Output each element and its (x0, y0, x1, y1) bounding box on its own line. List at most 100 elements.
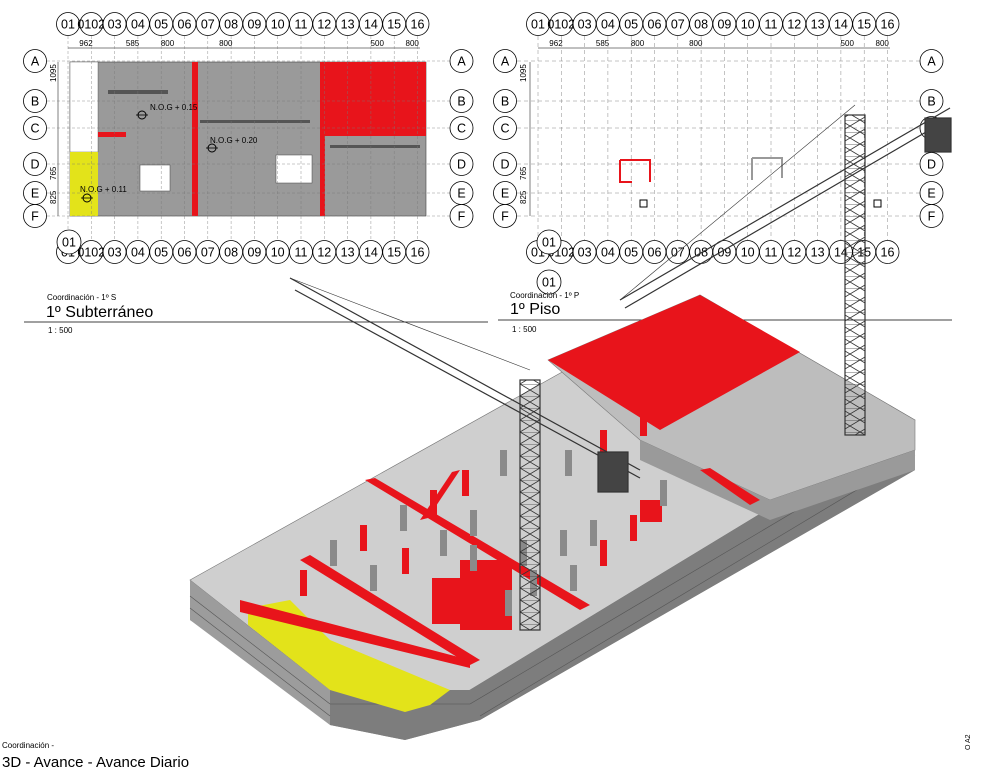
svg-text:05: 05 (154, 18, 168, 32)
svg-text:B: B (457, 95, 465, 109)
floor-plan-slab (47, 36, 450, 240)
svg-text:08: 08 (694, 246, 708, 260)
grid-column-05: 05 (149, 240, 174, 264)
grid-column-10: 10 (265, 12, 290, 36)
red-zone (320, 62, 426, 136)
svg-text:A: A (457, 55, 466, 69)
svg-text:E: E (501, 187, 509, 201)
grid-column-03: 03 (102, 240, 127, 264)
grid-column-13: 13 (805, 240, 830, 264)
grid-row-B-right: B (919, 89, 944, 113)
grid-row-C-left: C (23, 116, 47, 140)
svg-text:F: F (31, 210, 39, 224)
grid-column-12: 12 (782, 12, 807, 36)
grid-column-09: 09 (712, 12, 737, 36)
svg-text:12: 12 (317, 18, 331, 32)
grid-row-A-right: A (449, 49, 474, 73)
view-3d-title: 3D - Avance - Avance Diario (2, 754, 190, 771)
grid-row-A-left: A (493, 49, 517, 73)
svg-text:14: 14 (364, 246, 378, 260)
svg-text:07: 07 (671, 246, 685, 260)
svg-text:06: 06 (648, 246, 662, 260)
dimension-left: 1095 (49, 64, 58, 82)
svg-text:E: E (457, 187, 465, 201)
grid-column-10: 10 (735, 240, 760, 264)
svg-text:03: 03 (108, 246, 122, 260)
svg-text:01: 01 (531, 18, 545, 32)
grid-column-12: 12 (312, 240, 337, 264)
dimension-top: 800 (876, 39, 890, 48)
view-3d-category: Coordinación - (2, 741, 55, 750)
svg-text:13: 13 (811, 246, 825, 260)
svg-text:E: E (927, 187, 935, 201)
grid-column-0102: 0102 (547, 12, 575, 36)
dimension-top: 800 (406, 39, 420, 48)
grid-column-05: 05 (619, 12, 644, 36)
grid-column-15: 15 (852, 240, 877, 264)
grid-column-03: 03 (102, 12, 127, 36)
grid-column-04: 04 (596, 12, 620, 36)
dimension-left: 765 (49, 166, 58, 180)
grid-row-D-right: D (919, 152, 944, 176)
svg-text:01: 01 (62, 236, 76, 250)
grid-column-08: 08 (219, 240, 244, 264)
svg-text:E: E (31, 187, 39, 201)
dimension-left: 825 (519, 190, 528, 204)
svg-text:11: 11 (295, 246, 308, 260)
svg-text:03: 03 (108, 18, 122, 32)
svg-text:07: 07 (201, 18, 215, 32)
svg-text:14: 14 (834, 246, 848, 260)
grid-column-11: 11 (289, 12, 313, 36)
svg-text:09: 09 (717, 246, 731, 260)
grid-column-16: 16 (405, 240, 430, 264)
svg-text:A: A (501, 55, 510, 69)
grid-row-A-left: A (23, 49, 47, 73)
svg-text:C: C (927, 122, 936, 136)
grid-column-14: 14 (358, 12, 383, 36)
svg-text:01: 01 (542, 236, 556, 250)
grid-column-13: 13 (335, 240, 360, 264)
svg-text:11: 11 (765, 18, 778, 32)
grid-column-0102: 0102 (77, 240, 105, 264)
svg-text:04: 04 (131, 18, 145, 32)
grid-column-10: 10 (735, 12, 760, 36)
svg-text:D: D (927, 158, 936, 172)
grid-column-14: 14 (358, 240, 383, 264)
grid-column-12: 12 (312, 12, 337, 36)
grid-column-16: 16 (875, 12, 900, 36)
view-category: Coordinación - 1º S (47, 293, 116, 302)
dimension-left: 825 (49, 190, 58, 204)
dimensions-left: 1095 765 825 (49, 64, 58, 204)
svg-text:F: F (501, 210, 509, 224)
svg-text:05: 05 (154, 246, 168, 260)
grid-column-07: 07 (665, 12, 690, 36)
grid-row-B-left: B (493, 89, 517, 113)
grid-column-12: 12 (782, 240, 807, 264)
grid-row-B-left: B (23, 89, 47, 113)
grid-row-E-left: E (493, 181, 517, 205)
red-elements-3d (240, 468, 760, 668)
dimension-top: 800 (219, 39, 233, 48)
dimension-top: 500 (841, 39, 855, 48)
svg-text:10: 10 (271, 18, 285, 32)
grid-column-09: 09 (242, 12, 267, 36)
svg-text:05: 05 (624, 246, 638, 260)
svg-text:16: 16 (881, 246, 895, 260)
svg-text:05: 05 (624, 18, 638, 32)
dimension-top: 962 (79, 39, 93, 48)
grid-row-E-left: E (23, 181, 47, 205)
svg-text:N.O.G + 0.15: N.O.G + 0.15 (150, 103, 198, 112)
grid-column-04: 04 (125, 12, 150, 36)
grid-column-06: 06 (172, 240, 197, 264)
svg-text:13: 13 (341, 246, 355, 260)
grid-row-B-right: B (449, 89, 474, 113)
dimension-top: 800 (631, 39, 645, 48)
svg-text:F: F (458, 210, 466, 224)
grid-column-15: 15 (852, 12, 877, 36)
grid-column-01: 01 (526, 12, 550, 36)
